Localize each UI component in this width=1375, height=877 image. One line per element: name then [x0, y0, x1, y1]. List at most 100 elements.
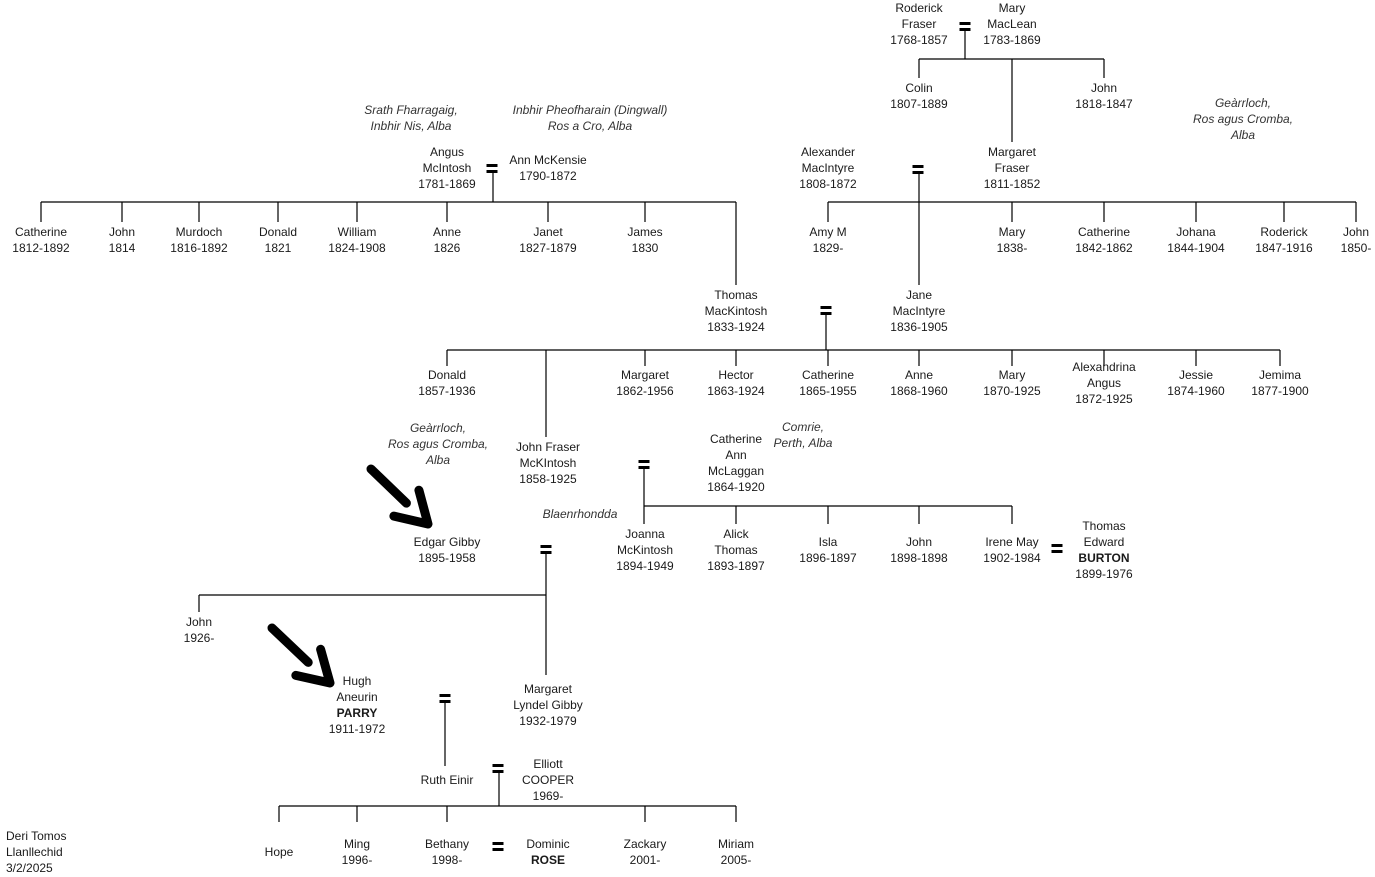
person-dates: 1857-1936: [418, 384, 476, 398]
person-name-line: Jane: [905, 288, 933, 302]
person-dates: 1969-: [532, 789, 564, 803]
person-name-line: Margaret: [523, 682, 573, 696]
person-dates: 1824-1908: [328, 241, 386, 255]
person-isla: Isla 1896-1897: [799, 534, 856, 566]
person-dates: 1864-1920: [707, 480, 765, 494]
person-name-line: Angus: [429, 145, 465, 159]
place-line: Alba: [425, 453, 451, 467]
person-name-line: Alick: [723, 527, 749, 541]
marriage-symbol: [486, 164, 498, 173]
person-ming: Ming 1996-: [342, 836, 373, 868]
person-dates: 1865-1955: [799, 384, 857, 398]
person-dates: 1847-1916: [1255, 241, 1313, 255]
person-dates: 1874-1960: [1167, 384, 1225, 398]
person-name-line: Ming: [343, 837, 371, 851]
person-name-line: Alexandrina: [1072, 360, 1136, 374]
person-name-line: MacKintosh: [704, 304, 768, 318]
person-dates: 1807-1889: [890, 97, 948, 111]
person-name-line: Ann: [725, 448, 747, 462]
place-line: Alba: [1230, 128, 1256, 142]
person-dates: 1911-1972: [328, 722, 386, 736]
person-dates: 1768-1857: [890, 33, 948, 47]
person-name-line: Jessie: [1178, 368, 1214, 382]
place-line: Blaenrhondda: [542, 507, 618, 521]
person-dates: 1811-1852: [983, 177, 1041, 191]
person-name-line: Isla: [818, 535, 838, 549]
person-dates: 1858-1925: [519, 472, 577, 486]
person-name-line: McIntosh: [422, 161, 472, 175]
person-name-line: Roderick: [1260, 225, 1308, 239]
person-dates: 1996-: [341, 853, 373, 867]
person-name-line: Catherine: [1077, 225, 1131, 239]
person-dates: 1838-: [996, 241, 1028, 255]
person-jessie: Jessie 1874-1960: [1167, 367, 1224, 399]
person-dates: 1836-1905: [890, 320, 948, 334]
person-name-line: COOPER: [521, 773, 575, 787]
place-gearrloch-mid: Geàrrloch,Ros agus Cromba,Alba: [388, 420, 488, 468]
person-dates: 1872-1925: [1075, 392, 1133, 406]
person-dates: 2005-: [720, 853, 752, 867]
person-dates: 1826: [433, 241, 461, 255]
place-line: Inbhir Nis, Alba: [370, 119, 452, 133]
person-dates: 1830: [631, 241, 659, 255]
person-dates: 1790-1872: [519, 169, 577, 183]
person-name-line: John Fraser: [515, 440, 581, 454]
person-name-line: Johana: [1176, 225, 1216, 239]
place-line: Ros a Cro, Alba: [547, 119, 633, 133]
place-line: Comrie,: [781, 420, 825, 434]
person-name-line: Bethany: [424, 837, 470, 851]
author-name: Deri Tomos: [6, 829, 67, 843]
person-dates: 1818-1847: [1075, 97, 1133, 111]
person-dates: 1850-: [1340, 241, 1372, 255]
person-name-line: Thomas: [714, 288, 758, 302]
person-name-line: BURTON: [1078, 551, 1130, 565]
marriage-symbol: [820, 306, 832, 315]
person-dates: 1902-1984: [983, 551, 1041, 565]
person-dates: 1926-: [183, 631, 215, 645]
person-name-line: Zackary: [623, 837, 667, 851]
marriage-symbol: [912, 165, 924, 174]
person-name-line: John: [1342, 225, 1370, 239]
person-name-line: James: [627, 225, 663, 239]
place-blaenrhondda: Blaenrhondda: [543, 506, 618, 522]
person-name-line: ROSE: [530, 853, 565, 867]
person-name-line: Edward: [1083, 535, 1125, 549]
person-dates: 1821: [264, 241, 292, 255]
person-name-line: Irene May: [985, 535, 1039, 549]
place-line: Inbhir Pheofharain (Dingwall): [512, 103, 668, 117]
person-dates: 1827-1879: [519, 241, 577, 255]
place-line: Geàrrloch,: [409, 421, 467, 435]
person-name-line: Hugh: [342, 674, 372, 688]
place-srath-fharragaig: Srath Fharragaig, Inbhir Nis, Alba: [364, 102, 457, 134]
place-line: Srath Fharragaig,: [364, 103, 458, 117]
person-name-line: Fraser: [901, 17, 937, 31]
person-dates: 1896-1897: [799, 551, 857, 565]
pointer-arrow-icon: [267, 623, 335, 688]
person-name-line: Thomas: [714, 543, 758, 557]
person-name-line: Fraser: [994, 161, 1030, 175]
